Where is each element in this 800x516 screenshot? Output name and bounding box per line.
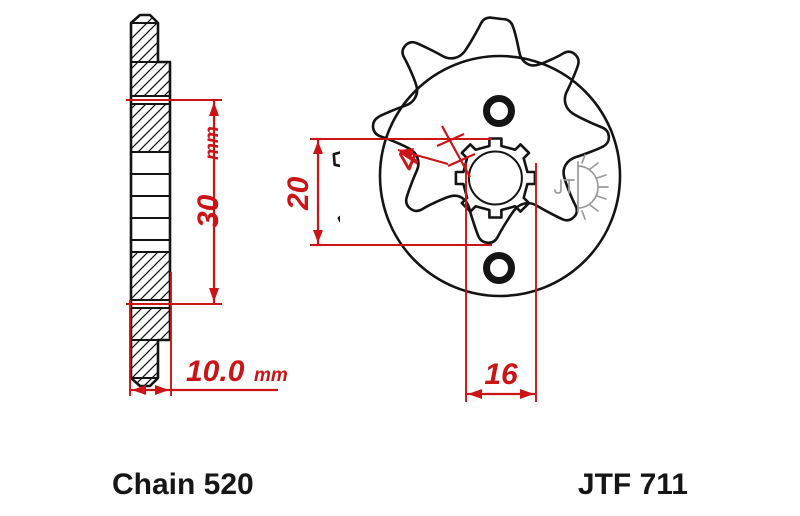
side-section-internal-lines <box>130 22 171 379</box>
sprocket-tooth-ring <box>371 16 611 245</box>
bolt-hole-top <box>483 95 515 127</box>
jt-sunburst-logo <box>554 154 609 220</box>
dimension-10mm-unit: mm <box>254 365 288 386</box>
center-bore-circle <box>467 150 523 206</box>
sprocket-body-circle <box>378 54 622 298</box>
dimension-30mm-value: 30 <box>192 194 225 228</box>
dimension-30mm-unit: mm <box>202 126 223 160</box>
dimension-16-value: 16 <box>484 358 518 391</box>
side-section-view <box>129 13 172 388</box>
sprocket-front-face <box>340 8 670 344</box>
dimension-10mm: 10.0 mm <box>129 272 288 396</box>
section-hatching-lower-body <box>131 252 170 300</box>
part-number-label: JTF 711 <box>578 468 688 501</box>
dimension-16: 16 <box>465 163 537 402</box>
bolt-hole-bottom <box>483 252 515 284</box>
dimension-10mm-value: 10.0 <box>186 355 245 388</box>
dimension-30mm: 30 mm <box>126 99 225 305</box>
section-hatching-upper-body <box>131 104 170 152</box>
section-hatching-top-tooth <box>131 15 170 96</box>
dimension-20: 20 <box>282 137 492 247</box>
section-hatching-bottom-tooth <box>131 308 170 386</box>
splined-center-bore <box>454 137 537 219</box>
dimension-20-value: 20 <box>282 176 315 211</box>
chain-label: Chain 520 <box>112 468 254 501</box>
